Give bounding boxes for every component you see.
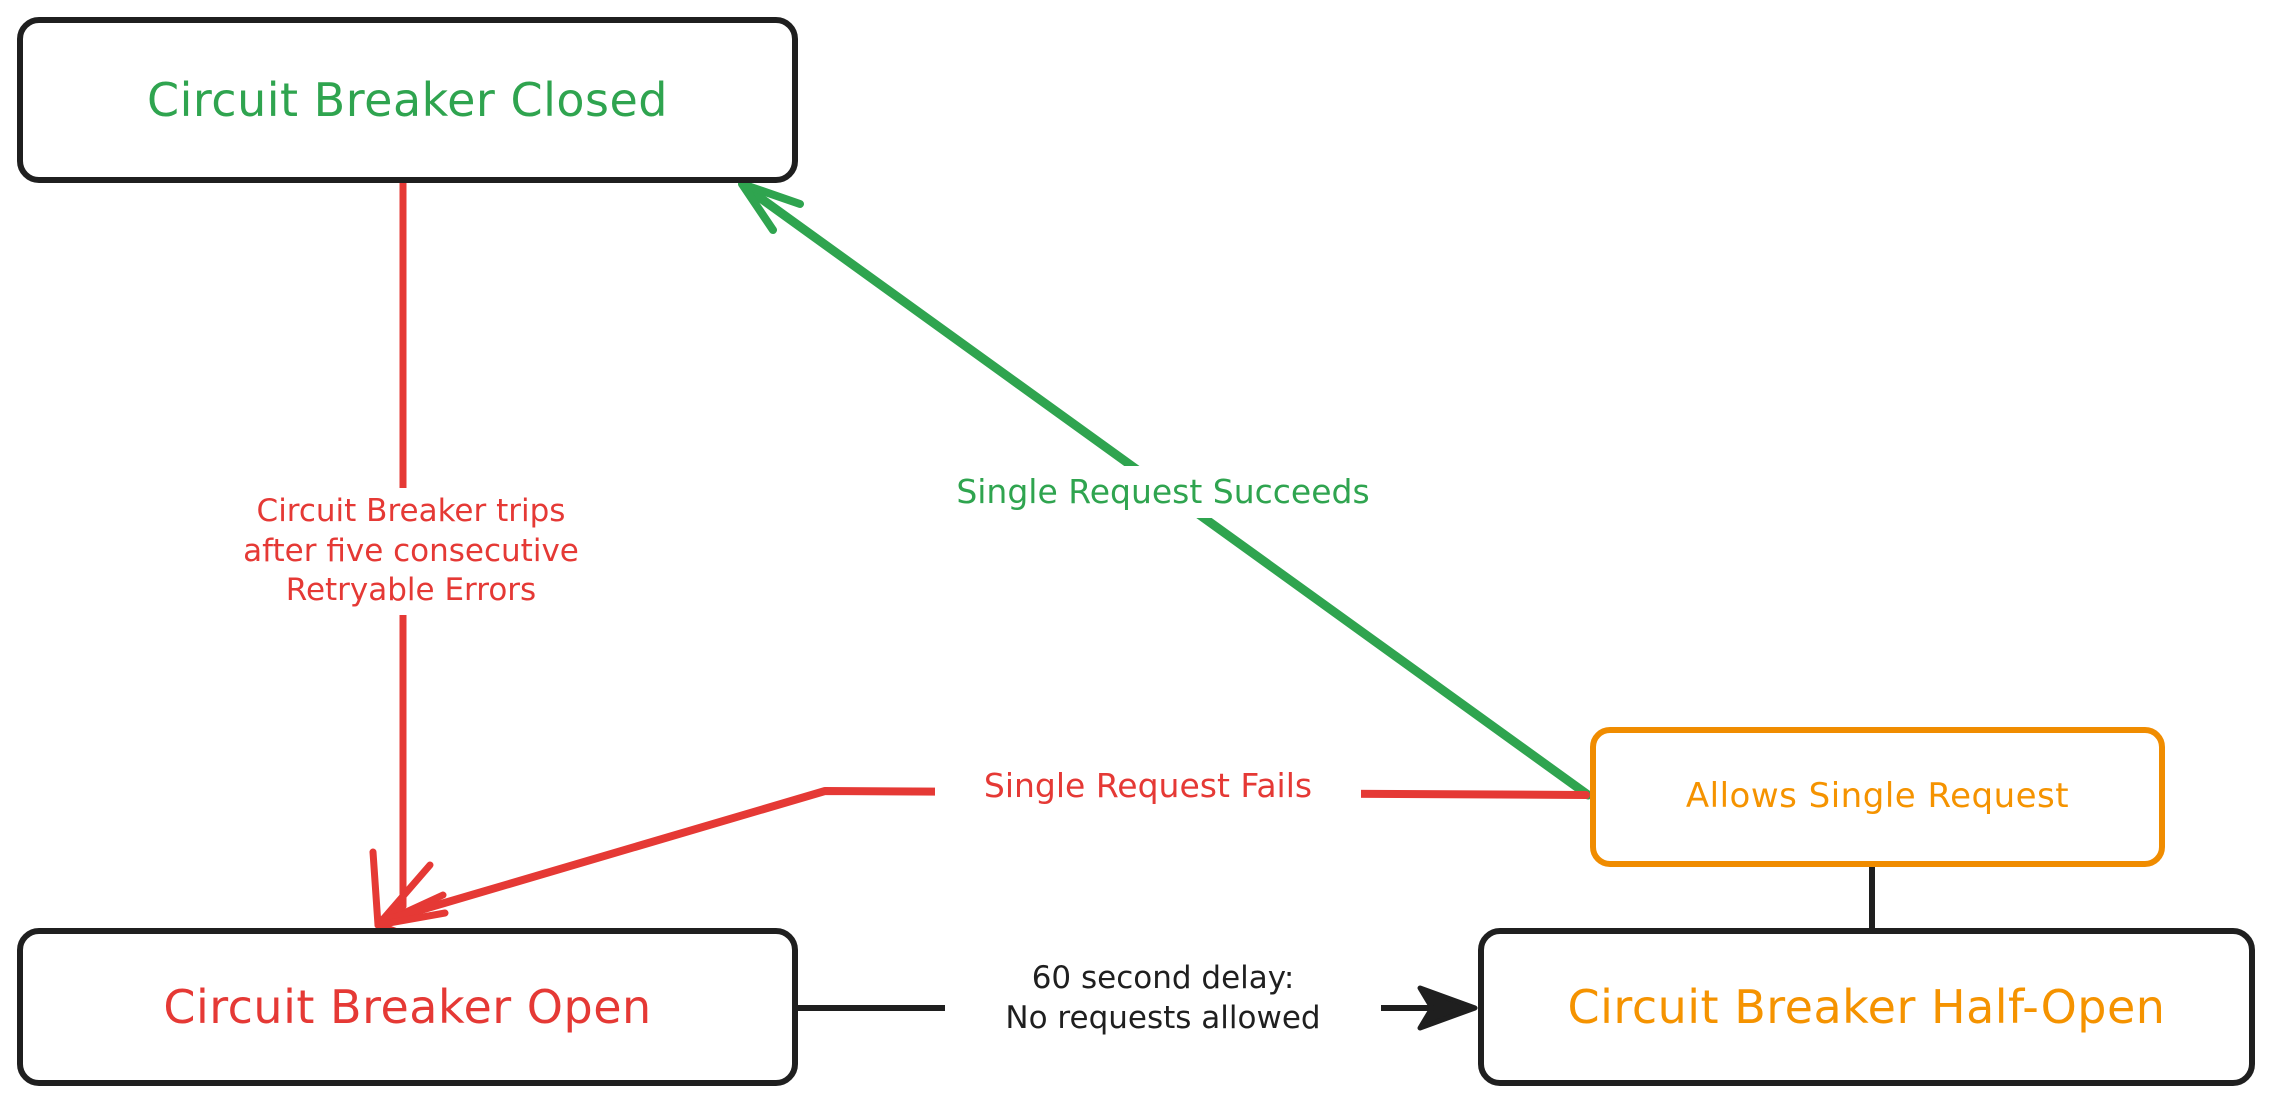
node-circuit-breaker-half-open[interactable]: Circuit Breaker Half-Open <box>1478 928 2255 1086</box>
node-circuit-breaker-open[interactable]: Circuit Breaker Open <box>17 928 798 1086</box>
node-circuit-breaker-closed[interactable]: Circuit Breaker Closed <box>17 17 798 183</box>
node-label-closed: Circuit Breaker Closed <box>147 72 668 127</box>
node-allows-single-request[interactable]: Allows Single Request <box>1590 727 2165 867</box>
edge-allows-to-open <box>374 787 1590 942</box>
node-label-open: Circuit Breaker Open <box>163 979 652 1034</box>
node-label-half-open: Circuit Breaker Half-Open <box>1567 979 2166 1034</box>
edge-closed-to-open <box>369 178 447 929</box>
edge-allows-to-closed <box>738 180 1593 800</box>
edge-open-to-half-open <box>795 985 1478 1031</box>
node-label-allows-single-request: Allows Single Request <box>1685 776 2070 817</box>
